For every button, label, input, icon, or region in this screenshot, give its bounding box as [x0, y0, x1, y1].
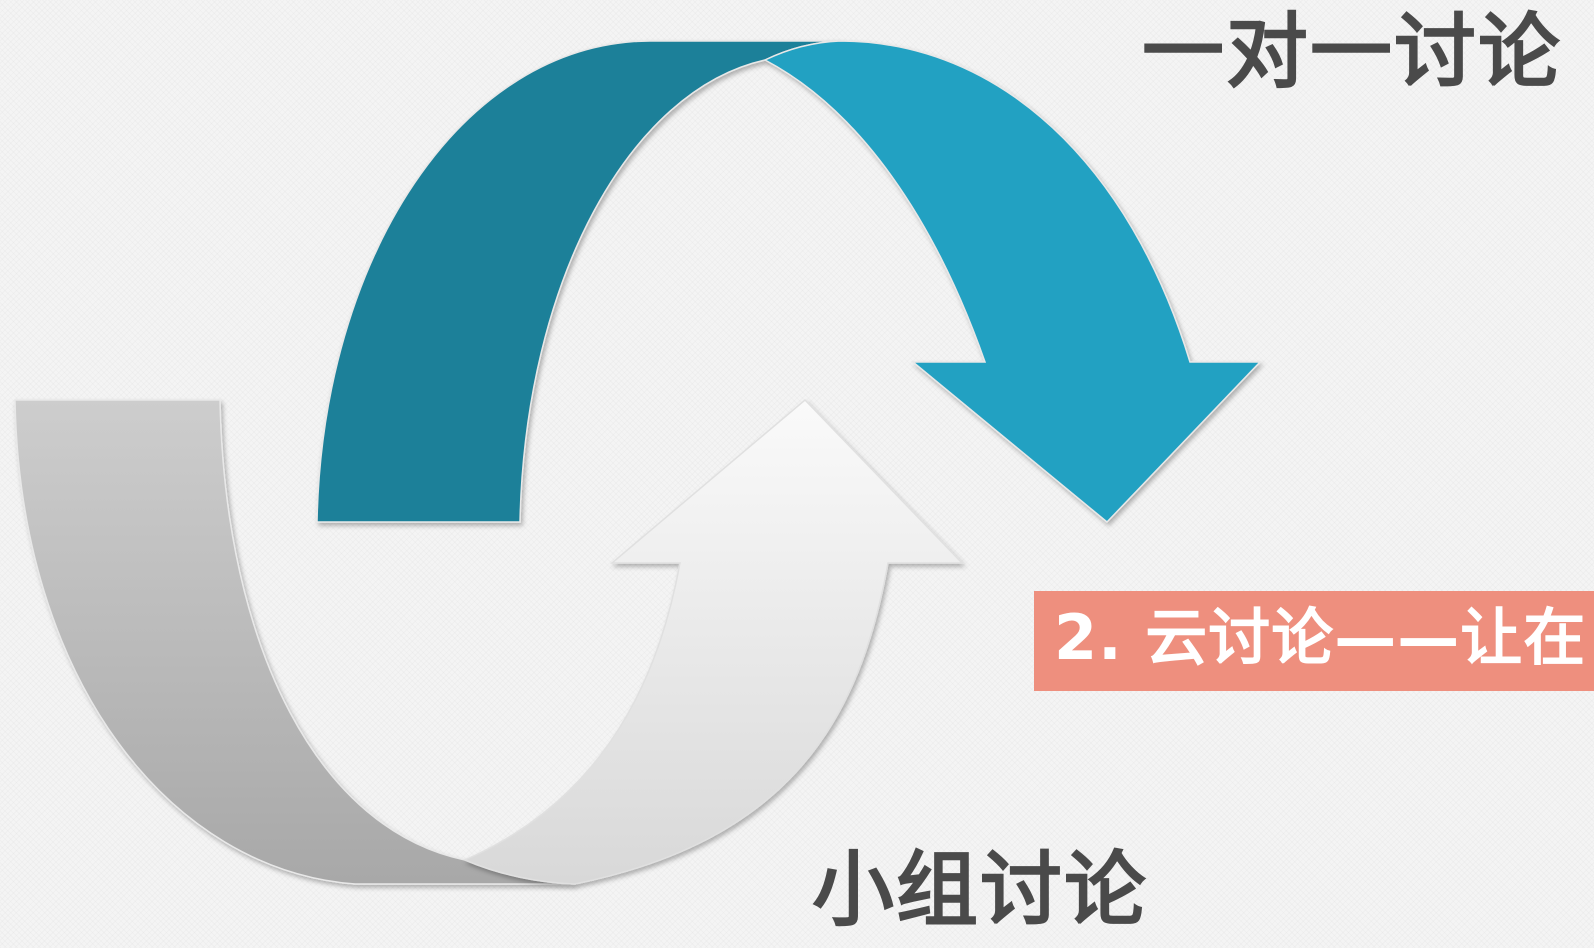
label-one-on-one: 一对一讨论: [1142, 5, 1563, 100]
cloud-discussion-banner: 2. 云讨论——让在: [1034, 591, 1594, 691]
label-group-discussion: 小组讨论: [812, 843, 1149, 938]
banner-text: 2. 云讨论——让在: [1054, 601, 1587, 674]
teal-down-arrow: [763, 40, 1262, 524]
white-up-arrow: [463, 398, 964, 885]
